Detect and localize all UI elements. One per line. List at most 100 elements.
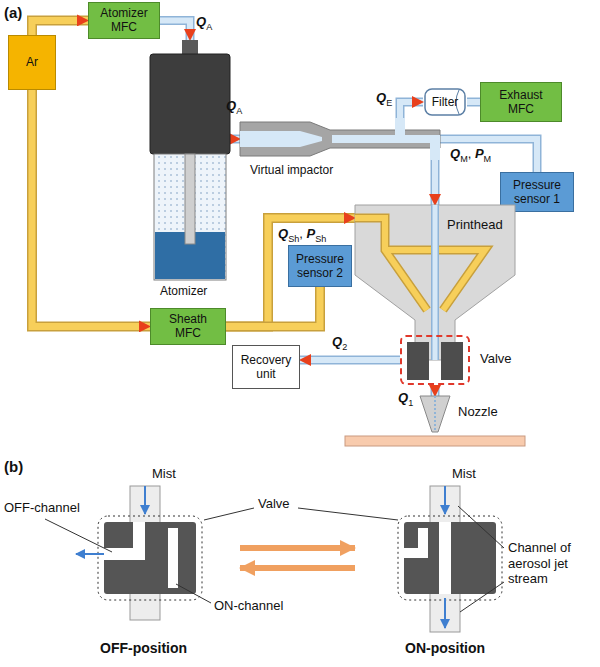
leader-line bbox=[458, 506, 504, 548]
sheath-gas-line bbox=[32, 90, 150, 326]
mass-flow-controller: Sheath MFC bbox=[150, 308, 226, 345]
flow-label: Q2 bbox=[332, 334, 347, 353]
virtual-impactor-outline bbox=[430, 143, 440, 160]
flow-label: Q1 bbox=[398, 390, 413, 409]
atomizer-outline bbox=[154, 154, 226, 280]
symbol: Q bbox=[196, 14, 206, 29]
valve-on-illustration bbox=[398, 516, 502, 600]
valve-on-illustration bbox=[444, 486, 446, 514]
aerosol-line bbox=[467, 102, 480, 103]
valve-off-illustration bbox=[104, 522, 196, 594]
aerosol-line bbox=[400, 102, 423, 118]
valve-outline bbox=[402, 337, 468, 383]
aerosol-line bbox=[432, 385, 438, 396]
aerosol-line bbox=[435, 160, 436, 205]
aerosol-line bbox=[467, 99, 480, 105]
recovery-unit: Recovery unit bbox=[232, 345, 300, 389]
sheath-gas-line bbox=[226, 218, 355, 326]
sheath-gas-line bbox=[226, 287, 320, 326]
virtual-impactor: Virtual impactor bbox=[240, 118, 440, 160]
virtual-impactor-outline bbox=[332, 135, 440, 143]
nozzle-outline bbox=[434, 396, 436, 432]
sheath-gas-line bbox=[32, 90, 150, 326]
atomizer: Atomizer bbox=[150, 40, 230, 280]
printhead: PrintheadValve bbox=[355, 205, 515, 360]
sheath-gas-line bbox=[226, 287, 320, 326]
symbol: Q bbox=[226, 98, 236, 113]
sheath-gas-line bbox=[32, 20, 88, 35]
substrate bbox=[345, 436, 525, 446]
annotation: Channel of aerosol jet stream bbox=[508, 540, 596, 587]
valve-off-illustration bbox=[144, 486, 146, 514]
node-label: Atomizer MFC bbox=[93, 6, 155, 35]
aerosol-line bbox=[431, 160, 440, 205]
flow-label: QA bbox=[196, 14, 212, 33]
aerosol-line bbox=[160, 20, 190, 40]
subscript: A bbox=[236, 106, 242, 116]
node-label: Filter bbox=[432, 95, 459, 109]
sheath-gas-line bbox=[226, 218, 355, 326]
sheath-gas-line bbox=[226, 287, 320, 326]
leader-line bbox=[45, 519, 112, 552]
aerosol-line bbox=[467, 102, 480, 103]
valve-on-illustration bbox=[398, 486, 502, 632]
annotation: QM, PM bbox=[450, 146, 491, 165]
leader-line bbox=[176, 584, 211, 603]
aerosol-line bbox=[435, 385, 436, 396]
leader-line bbox=[460, 582, 504, 612]
sheath-gas-line bbox=[32, 20, 88, 35]
virtual-impactor-outline bbox=[240, 122, 440, 156]
symbol: Q bbox=[450, 146, 460, 161]
node-label: Virtual impactor bbox=[250, 163, 333, 177]
valve-on-illustration bbox=[404, 548, 428, 558]
virtual-impactor-outline bbox=[240, 131, 322, 147]
sheath-gas-line bbox=[32, 90, 150, 326]
annotation: OFF-position bbox=[100, 640, 187, 657]
annotation: Mist bbox=[152, 466, 176, 482]
gas-source: Ar bbox=[8, 35, 56, 90]
node-label: Nozzle bbox=[458, 404, 498, 420]
sheath-gas-line bbox=[226, 218, 355, 326]
node-label: Sheath MFC bbox=[155, 312, 221, 341]
flow-label: QA bbox=[226, 98, 242, 117]
annotation: ON-position bbox=[405, 640, 485, 657]
annotation: QSh, PSh bbox=[278, 226, 326, 245]
panel-label: (b) bbox=[4, 458, 23, 476]
annotation: Mist bbox=[452, 466, 476, 482]
valve-off-illustration bbox=[76, 553, 104, 555]
aerosol-line bbox=[440, 139, 537, 172]
aerosol-line bbox=[435, 385, 436, 396]
symbol: P bbox=[306, 226, 315, 241]
valve-on-illustration bbox=[439, 522, 451, 594]
aerosol-line bbox=[432, 160, 438, 205]
subscript: Sh bbox=[288, 234, 299, 244]
switch-arrows bbox=[240, 565, 355, 571]
sheath-gas-line bbox=[32, 20, 88, 35]
valve-off-illustration bbox=[104, 548, 145, 560]
symbol: Q bbox=[376, 90, 386, 105]
node-label: Valve bbox=[480, 351, 512, 367]
text-part: , bbox=[299, 226, 306, 241]
atomizer-outline bbox=[185, 154, 195, 244]
leader-line bbox=[298, 508, 398, 520]
valve-outline bbox=[441, 342, 463, 380]
aerosol-line bbox=[435, 160, 436, 205]
node-label: Exhaust MFC bbox=[485, 88, 557, 117]
symbol: Q bbox=[278, 226, 288, 241]
sheath-gas-line bbox=[32, 90, 150, 326]
sheath-gas-line bbox=[226, 287, 320, 326]
sheath-gas-line bbox=[226, 218, 355, 326]
aerosol-line bbox=[160, 20, 190, 40]
annotation: OFF-channel bbox=[4, 500, 80, 516]
symbol: Q bbox=[332, 334, 342, 349]
symbol: Q bbox=[398, 390, 408, 405]
subscript: A bbox=[206, 22, 212, 32]
mass-flow-controller: Exhaust MFC bbox=[480, 82, 562, 122]
subscript: 2 bbox=[342, 342, 347, 352]
valve-on-illustration bbox=[444, 598, 446, 628]
node-label: Printhead bbox=[447, 217, 503, 233]
valve-outline bbox=[407, 342, 429, 380]
virtual-impactor-outline bbox=[395, 118, 405, 135]
valve-off-illustration bbox=[98, 516, 202, 600]
